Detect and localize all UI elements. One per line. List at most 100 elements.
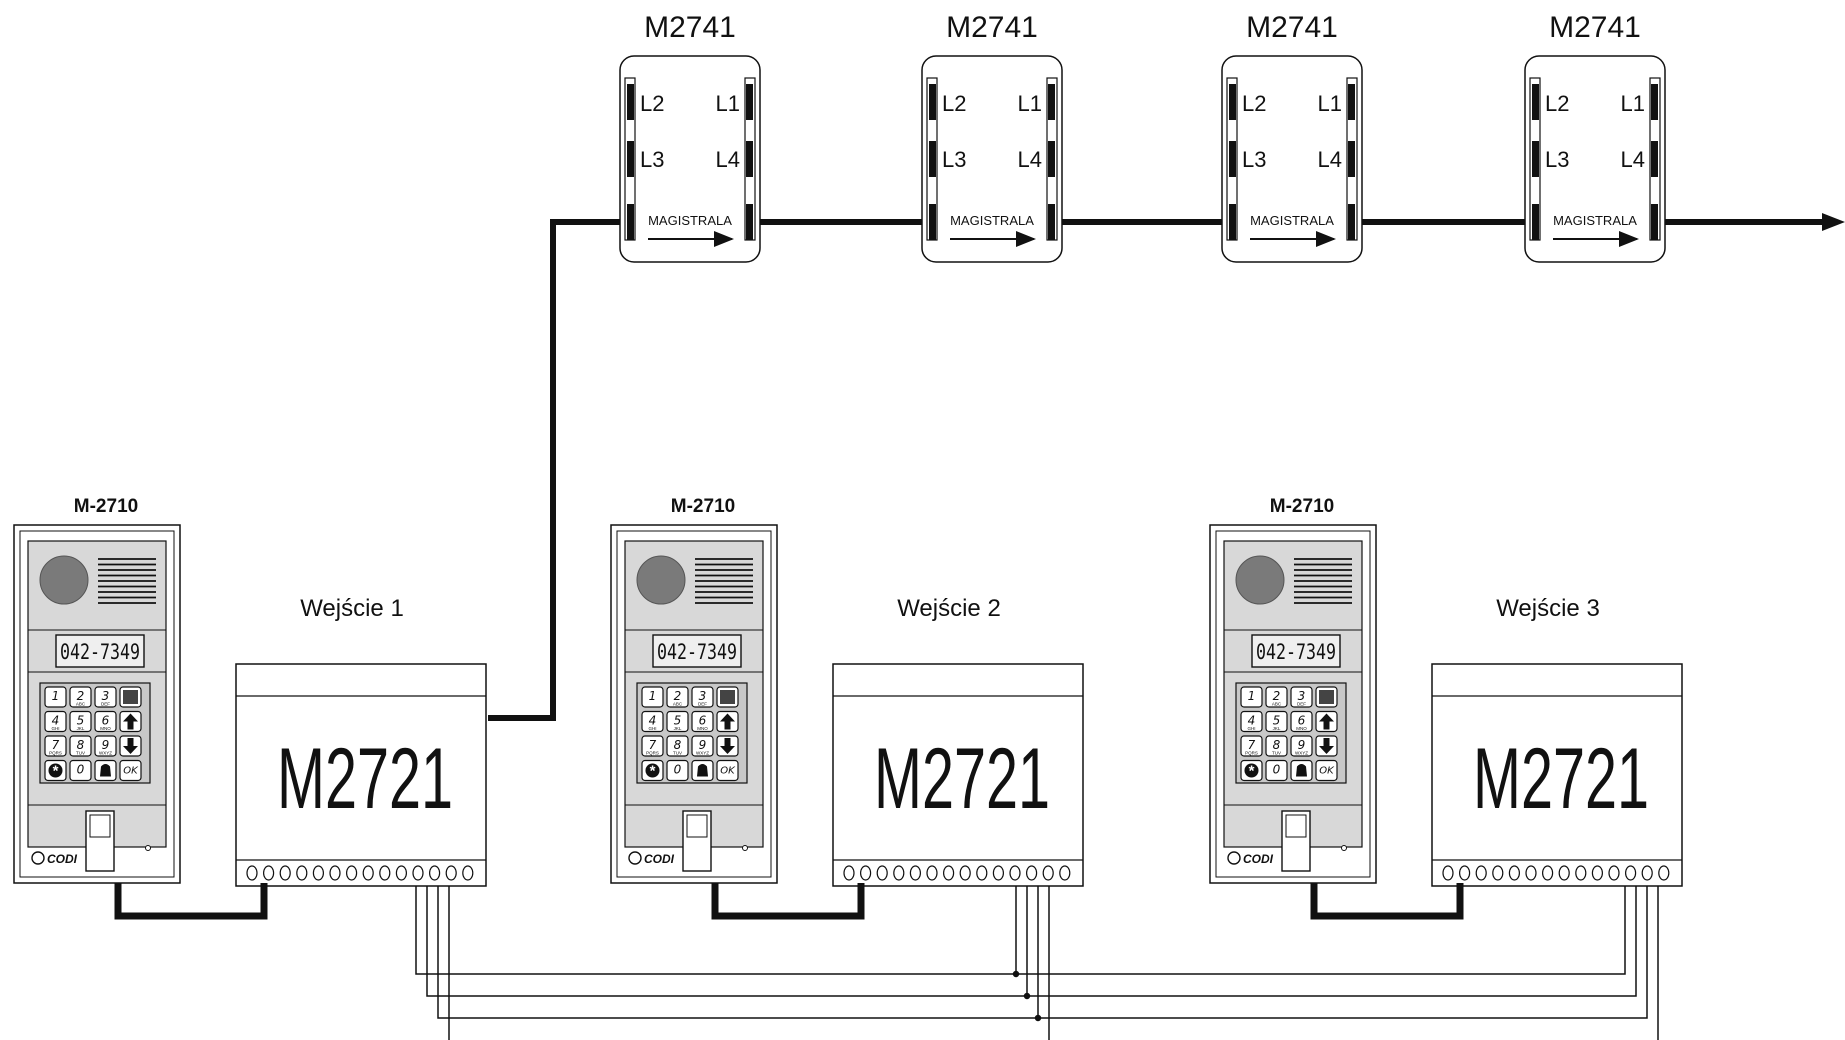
brand-logo-icon: [1227, 851, 1241, 865]
key-label: 4: [52, 714, 60, 728]
key-label: 3: [1298, 689, 1306, 703]
keypad-key: [1265, 710, 1288, 733]
key-label: 0: [674, 763, 682, 777]
terminal-right: [1651, 204, 1658, 240]
key-label: OK: [1319, 766, 1335, 777]
terminal-left: [627, 141, 634, 177]
key-label: 1: [1248, 689, 1256, 703]
keypad-key: [666, 735, 689, 757]
panel-model-label: M-2710: [1270, 496, 1334, 517]
entrance-label: Wejście 1: [300, 595, 404, 622]
key-letters: TUV: [673, 751, 682, 756]
terminal-right: [1048, 204, 1055, 240]
terminal-right: [1348, 141, 1355, 177]
keypad-key: [119, 759, 142, 782]
panel-display: [1251, 634, 1341, 668]
terminal-screw-icon: [1009, 865, 1021, 881]
port-label-l4: L4: [716, 147, 740, 172]
keypad-key: [69, 735, 92, 757]
terminal-right: [1651, 141, 1658, 177]
module-title: M2741: [644, 11, 736, 44]
key-label: 8: [674, 738, 682, 752]
keypad-key: [1240, 735, 1263, 757]
terminal-left: [929, 204, 936, 240]
bus-line: [488, 213, 1845, 721]
keypad-key: [691, 735, 714, 757]
terminal-screw-icon: [1575, 865, 1587, 881]
keypad-key: [69, 686, 92, 708]
status-led-icon: [742, 845, 748, 851]
interconnect-wires: [415, 886, 1659, 1040]
key-label: 6: [1298, 714, 1306, 728]
terminal-screw-icon: [893, 865, 905, 881]
port-label-l3: L3: [640, 147, 664, 172]
port-label-l2: L2: [640, 91, 664, 116]
keypad-key: [716, 759, 739, 782]
key-letters: DEF: [101, 702, 110, 707]
terminal-left: [1532, 204, 1539, 240]
terminal-screw-icon: [462, 865, 474, 881]
key-label: 5: [1273, 714, 1281, 728]
key-letters: WXYZ: [99, 751, 112, 756]
terminal-screw-icon: [1542, 865, 1554, 881]
controller-label: M2721: [1473, 731, 1649, 827]
card-reader-window: [1285, 814, 1307, 838]
status-led-icon: [145, 845, 151, 851]
arrow-up-icon: [720, 713, 735, 730]
bus-arrow-icon: [1822, 213, 1845, 231]
keypad-key: [666, 686, 689, 708]
module-title: M2741: [946, 11, 1038, 44]
key-letters: JKL: [77, 726, 85, 731]
terminal-screw-icon: [1442, 865, 1454, 881]
panel-display-text: 042-7349: [1256, 640, 1336, 664]
key-letters: JKL: [674, 726, 682, 731]
key-letters: PQRS: [1245, 751, 1258, 756]
key-label: OK: [123, 766, 139, 777]
key-label: 4: [649, 714, 657, 728]
terminal-screw-icon: [959, 865, 971, 881]
bell-icon: [697, 764, 708, 777]
terminal-screw-icon: [329, 865, 341, 881]
key-letters: DEF: [1297, 702, 1306, 707]
panel-cable: [1310, 883, 1464, 920]
panel-cable: [114, 883, 268, 920]
key-letters: PQRS: [646, 751, 659, 756]
asterisk-key-label: *: [53, 763, 59, 780]
key-label: 8: [77, 738, 85, 752]
asterisk-key-bg: [48, 763, 63, 778]
keypad-key: [1265, 759, 1288, 782]
bus-label: MAGISTRALA: [648, 213, 732, 228]
key-label: 9: [102, 738, 110, 752]
key-letters: TUV: [1272, 751, 1281, 756]
keypad-key: [691, 710, 714, 733]
entrance-label: Wejście 2: [897, 595, 1001, 622]
book-icon: [720, 690, 735, 704]
controller-box: [235, 663, 487, 887]
terminal-screw-icon: [1475, 865, 1487, 881]
terminal-screw-icon: [976, 865, 988, 881]
terminal-right: [746, 141, 753, 177]
terminal-screw-icon: [246, 865, 258, 881]
key-label: 7: [52, 738, 60, 752]
key-letters: PQRS: [49, 751, 62, 756]
terminal-left: [1229, 141, 1236, 177]
key-letters: JKL: [1273, 726, 1281, 731]
terminal-screw-icon: [379, 865, 391, 881]
keypad-key: [641, 735, 664, 757]
key-letters: ABC: [673, 702, 683, 707]
port-label-l2: L2: [1242, 91, 1266, 116]
port-label-l2: L2: [942, 91, 966, 116]
terminal-screw-icon: [395, 865, 407, 881]
camera-lens-icon: [39, 555, 89, 605]
keypad-key: [691, 686, 714, 708]
keypad-key: [1265, 735, 1288, 757]
key-letters: GHI: [648, 726, 656, 731]
terminal-screw-icon: [346, 865, 358, 881]
key-letters: WXYZ: [1295, 751, 1308, 756]
book-icon: [1319, 690, 1334, 704]
key-label: 7: [1248, 738, 1256, 752]
terminal-left: [1229, 204, 1236, 240]
key-letters: MNO: [1296, 726, 1307, 731]
